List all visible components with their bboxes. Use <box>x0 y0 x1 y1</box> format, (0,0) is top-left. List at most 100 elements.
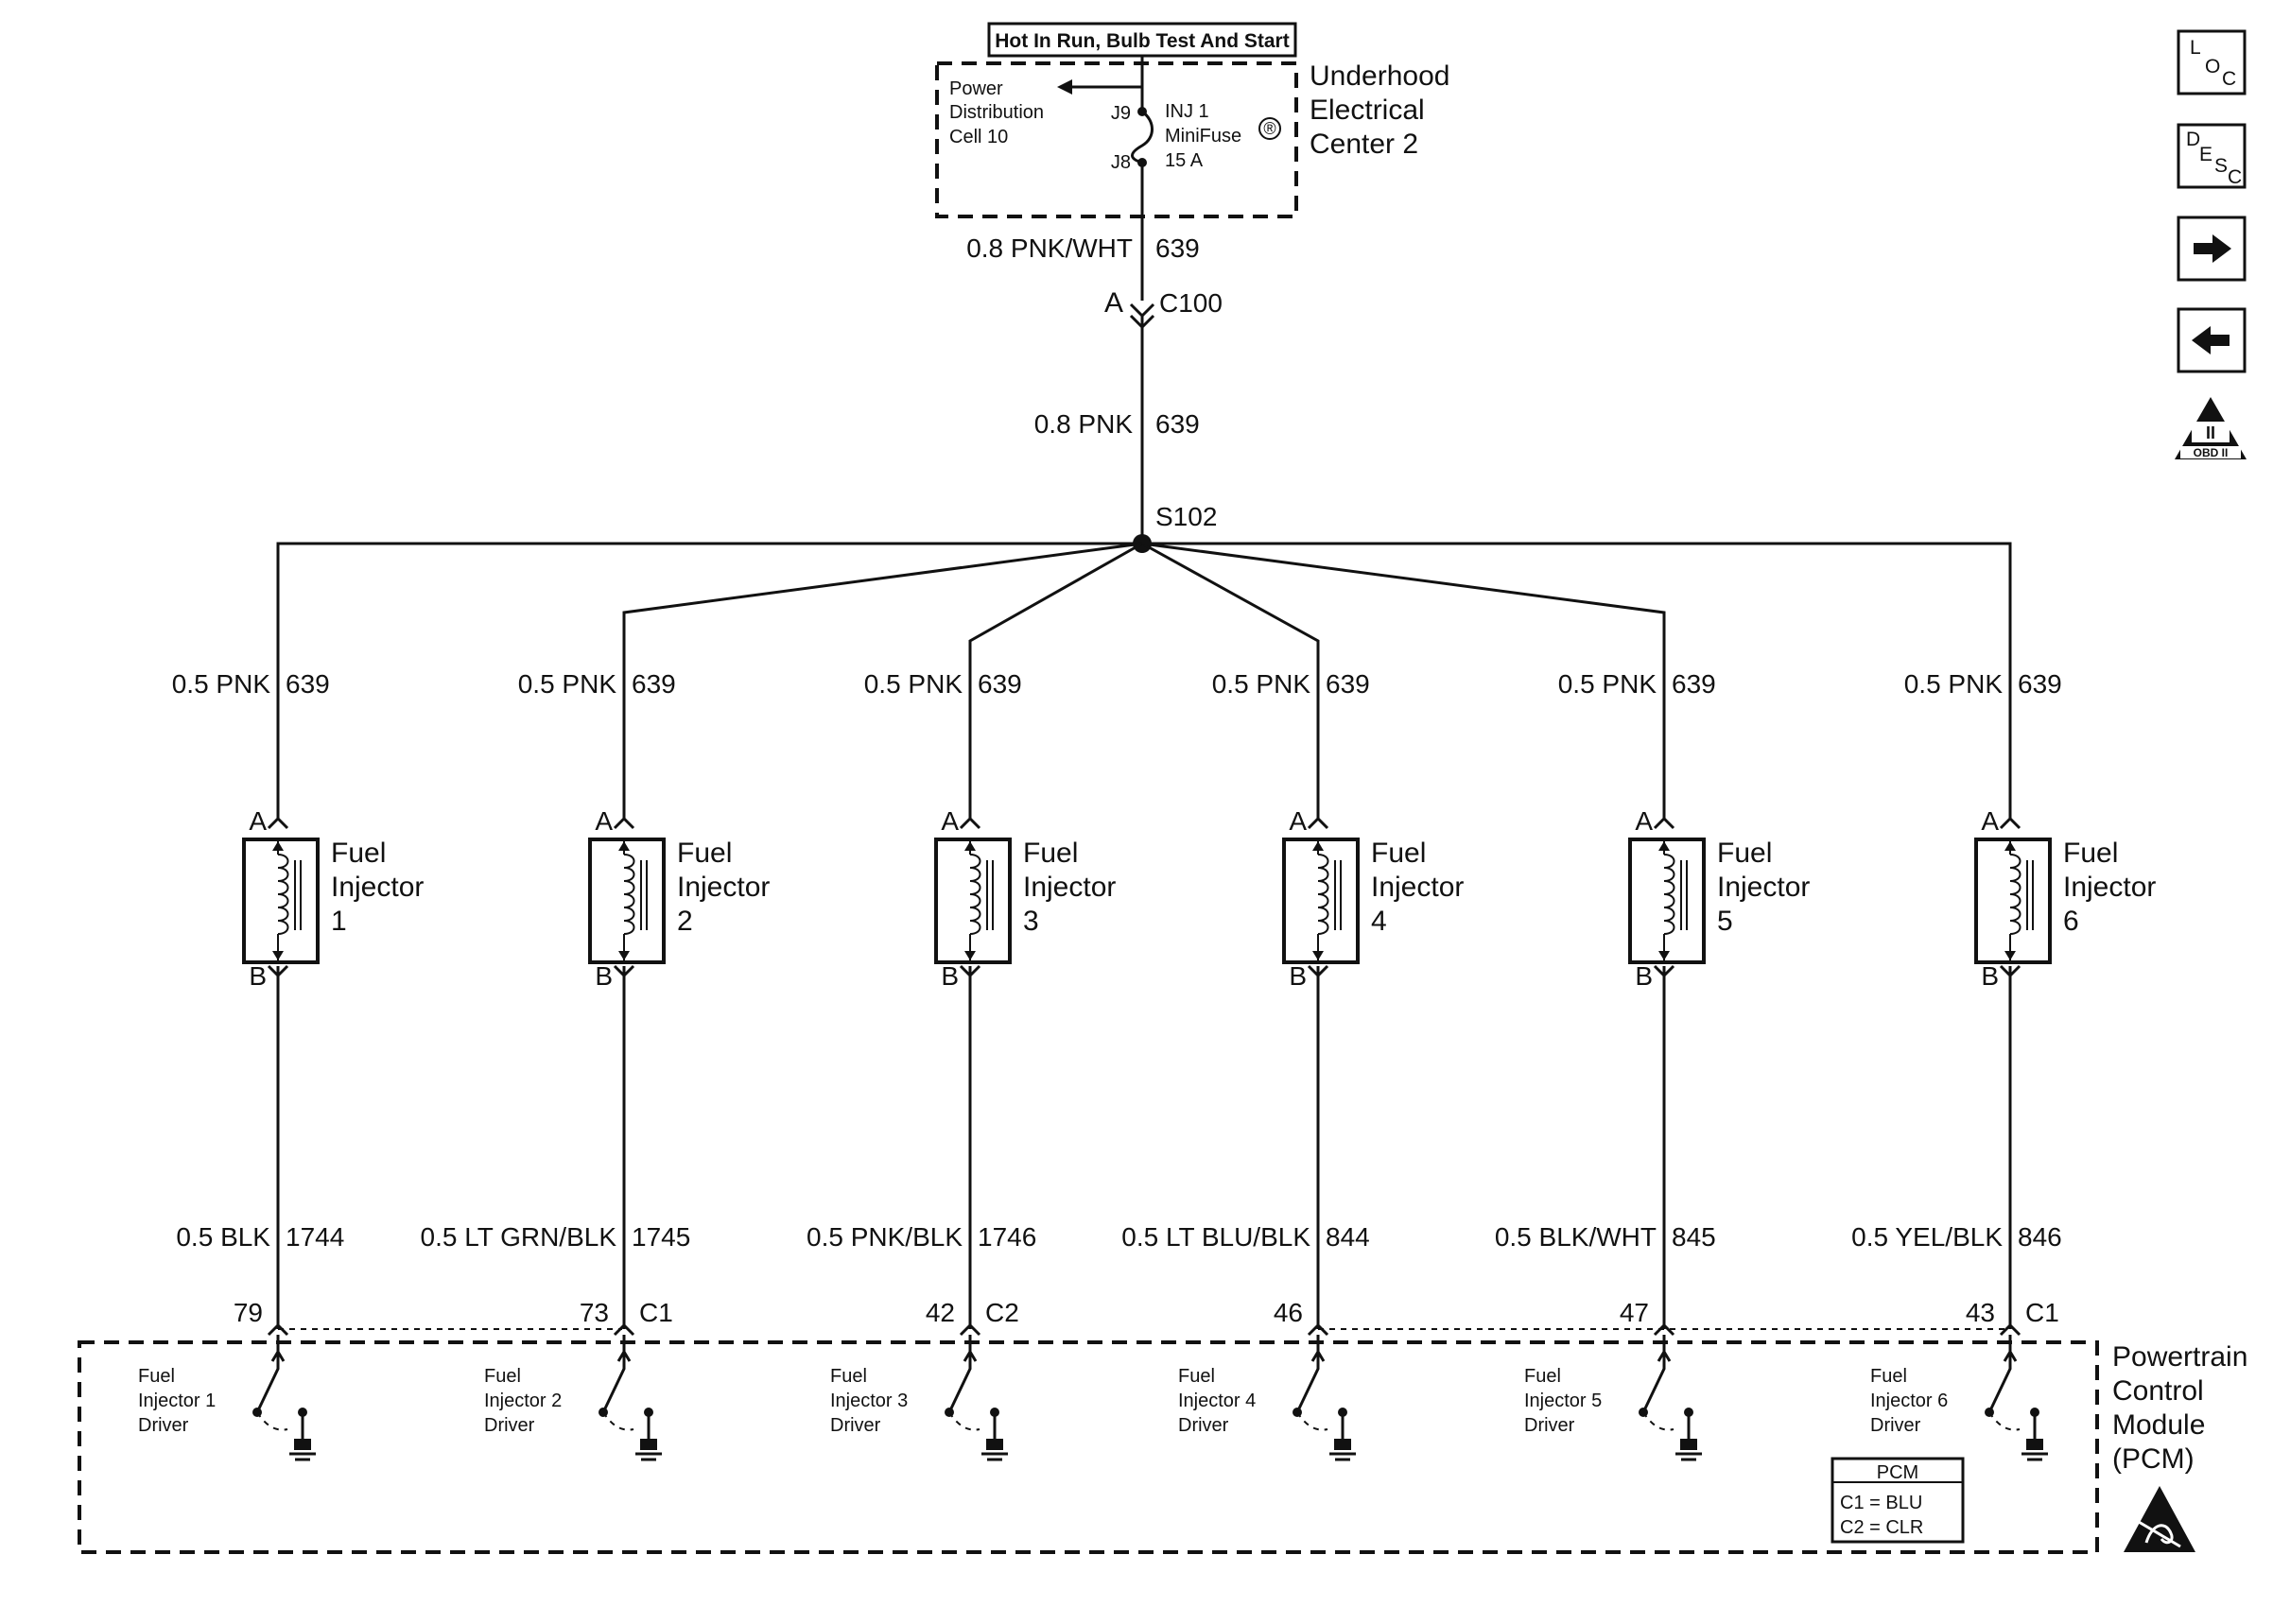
pin-a-connector <box>1653 816 1675 830</box>
supply-wire-color: 0.5 PNK <box>1212 669 1311 699</box>
pcm-connector-id: C1 <box>639 1298 673 1327</box>
terminal-j9: J9 <box>1111 103 1131 124</box>
legend-title: PCM <box>1877 1462 1918 1483</box>
driver-label-1: Fuel <box>1870 1366 1907 1387</box>
pin-a-connector <box>613 816 635 830</box>
driver-label-1: Fuel <box>830 1366 867 1387</box>
arrow-right-icon <box>2194 234 2231 263</box>
pcm-pin-connector <box>1999 1322 2021 1337</box>
pcm-pin-connector <box>1307 1322 1329 1337</box>
splice-name: S102 <box>1155 502 1217 531</box>
desc-letter-e: E <box>2199 144 2212 165</box>
back-button[interactable] <box>2177 307 2247 373</box>
injector-label-1: Fuel <box>1371 838 1426 869</box>
feed-wire-2-color: 0.8 PNK <box>1034 409 1134 439</box>
supply-wire <box>1142 542 2012 821</box>
supply-wire-circuit: 639 <box>2018 669 2062 699</box>
injector-body <box>934 838 1012 964</box>
pcm-label-1: Powertrain <box>2112 1341 2247 1373</box>
pcm-pin-number: 43 <box>1966 1298 1995 1327</box>
supply-wire-circuit: 639 <box>978 669 1022 699</box>
supply-wire <box>1141 542 1666 821</box>
loc-button[interactable]: L O C <box>2177 29 2247 95</box>
injector-body <box>1282 838 1360 964</box>
supply-wire-color: 0.5 PNK <box>172 669 271 699</box>
driver-label-2: Injector 6 <box>1870 1391 1948 1411</box>
main-feed: 0.8 PNK/WHT 639 A C100 0.8 PNK 639 S102 <box>966 163 1223 553</box>
pcm-pin-connector <box>613 1322 635 1337</box>
source-label: Hot In Run, Bulb Test And Start <box>995 30 1289 52</box>
driver-switch <box>603 1335 626 1409</box>
pin-a-label: A <box>1289 806 1307 836</box>
pin-a-connector <box>267 816 289 830</box>
driver-wire-color: 0.5 YEL/BLK <box>1851 1222 2003 1252</box>
driver-label-1: Fuel <box>484 1366 521 1387</box>
driver-wire-color: 0.5 PNK/BLK <box>807 1222 963 1252</box>
supply-wire-circuit: 639 <box>632 669 676 699</box>
esd-sensitive-icon <box>2124 1486 2195 1552</box>
driver-wire-circuit: 844 <box>1326 1222 1370 1252</box>
legend-row-c2: C2 = CLR <box>1840 1517 1923 1538</box>
injector-label-1: Fuel <box>1717 838 1772 869</box>
component-label-3: Center 2 <box>1310 129 1418 160</box>
arrow-left-icon <box>2192 326 2230 354</box>
pin-a-label: A <box>249 806 267 836</box>
supply-wire-circuit: 639 <box>286 669 330 699</box>
pin-b-label: B <box>595 961 613 991</box>
driver-label-3: Driver <box>830 1415 881 1436</box>
pdc-label-2: Distribution <box>949 102 1044 123</box>
injector-body <box>588 838 666 964</box>
injector-label-2: Injector <box>1023 872 1116 903</box>
terminal-j8: J8 <box>1111 152 1131 173</box>
injector-label-2: Injector <box>331 872 424 903</box>
driver-wire-color: 0.5 BLK/WHT <box>1495 1222 1657 1252</box>
pcm-connector-id: C2 <box>985 1298 1019 1327</box>
underhood-electrical-center: Power Distribution Cell 10 J9 J8 INJ 1 M… <box>935 56 1449 218</box>
driver-switch <box>257 1335 280 1409</box>
supply-wire-color: 0.5 PNK <box>1904 669 2004 699</box>
pcm-pin-connector <box>267 1322 289 1337</box>
ground-icon <box>289 1439 316 1461</box>
pcm-pin-number: 47 <box>1620 1298 1649 1327</box>
driver-switch <box>949 1335 972 1409</box>
injector-label-2: Injector <box>1371 872 1464 903</box>
injector-label-3: 6 <box>2063 906 2079 937</box>
driver-label-3: Driver <box>1178 1415 1229 1436</box>
connector-legend: PCM C1 = BLU C2 = CLR <box>1831 1457 1965 1544</box>
fuse-type: MiniFuse <box>1165 126 1241 147</box>
desc-letter-c: C <box>2228 166 2242 188</box>
driver-label-2: Injector 1 <box>138 1391 216 1411</box>
pin-a-label: A <box>941 806 959 836</box>
pin-a-label: A <box>595 806 613 836</box>
injector-label-1: Fuel <box>677 838 732 869</box>
component-label-1: Underhood <box>1310 60 1449 92</box>
supply-wire-color: 0.5 PNK <box>518 669 617 699</box>
supply-wire-circuit: 639 <box>1326 669 1370 699</box>
driver-switch <box>1297 1335 1320 1409</box>
desc-button[interactable]: D E S C <box>2177 123 2247 189</box>
registered-mark: ® <box>1263 119 1275 138</box>
driver-label-1: Fuel <box>138 1366 175 1387</box>
injector-label-1: Fuel <box>1023 838 1078 869</box>
pin-b-label: B <box>941 961 959 991</box>
pin-a-connector <box>1307 816 1329 830</box>
injector-label-1: Fuel <box>2063 838 2118 869</box>
forward-button[interactable] <box>2177 216 2247 282</box>
pcm-module: Powertrain Control Module (PCM) PCM C1 =… <box>78 1328 2247 1554</box>
pcm-pin-number: 73 <box>580 1298 609 1327</box>
injector-label-3: 1 <box>331 906 347 937</box>
driver-label-3: Driver <box>1870 1415 1921 1436</box>
pin-b-label: B <box>1289 961 1307 991</box>
pcm-label-4: (PCM) <box>2112 1443 2195 1475</box>
driver-wire-circuit: 1746 <box>978 1222 1036 1252</box>
feed-wire-1-color: 0.8 PNK/WHT <box>966 233 1133 263</box>
driver-label-2: Injector 3 <box>830 1391 908 1411</box>
loc-letter-c: C <box>2222 68 2236 90</box>
injector-label-2: Injector <box>2063 872 2156 903</box>
feed-wire-2-circuit: 639 <box>1155 409 1200 439</box>
supply-wire-circuit: 639 <box>1672 669 1716 699</box>
pcm-label-3: Module <box>2112 1409 2205 1441</box>
